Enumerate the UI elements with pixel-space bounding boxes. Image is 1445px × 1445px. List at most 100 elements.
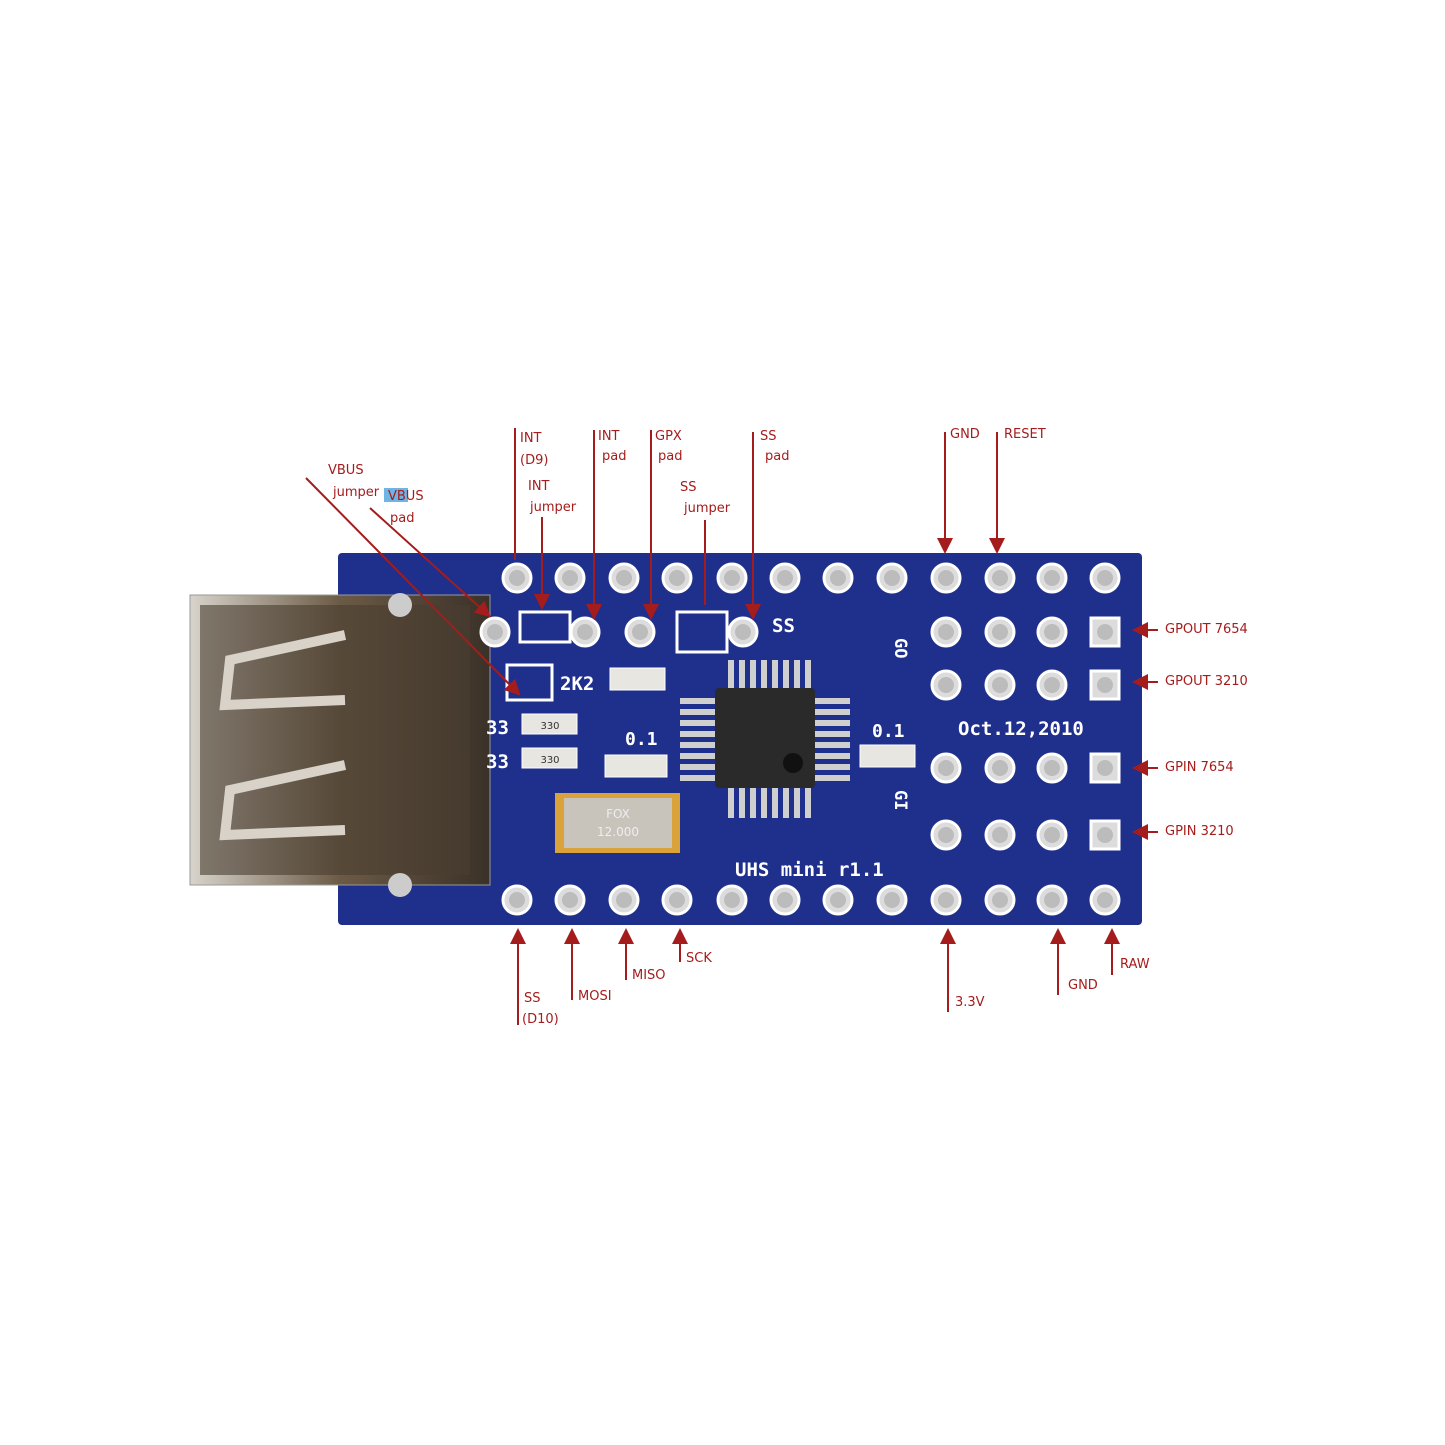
label-int-jumper-1: INT bbox=[528, 479, 550, 494]
resistor-code-b: 330 bbox=[540, 755, 559, 766]
label-raw: RAW bbox=[1120, 957, 1150, 972]
usb-host-chip bbox=[680, 660, 850, 818]
label-ss-pad-2: pad bbox=[765, 449, 789, 464]
pad-hole bbox=[992, 677, 1008, 693]
chip-pin bbox=[815, 764, 850, 770]
label-ss-jumper-1: SS bbox=[680, 480, 697, 495]
pad-hole bbox=[1097, 892, 1113, 908]
label-gpout-7654: GPOUT 7654 bbox=[1165, 622, 1248, 637]
chip-pin bbox=[750, 660, 756, 688]
chip-pin bbox=[772, 660, 778, 688]
pad-hole bbox=[669, 892, 685, 908]
chip-pin bbox=[783, 788, 789, 818]
header-pad bbox=[1089, 752, 1121, 784]
label-gpout-3210: GPOUT 3210 bbox=[1165, 674, 1248, 689]
chip-pin bbox=[739, 660, 745, 688]
chip-pin bbox=[728, 788, 734, 818]
label-ss-jumper-2: jumper bbox=[683, 501, 731, 516]
label-gpin-7654: GPIN 7654 bbox=[1165, 760, 1234, 775]
usb-connector bbox=[189, 593, 491, 897]
pad-hole bbox=[777, 892, 793, 908]
label-gnd-bottom: GND bbox=[1068, 978, 1098, 993]
label-ss-pad-1: SS bbox=[760, 429, 777, 444]
pad-hole bbox=[1097, 677, 1113, 693]
silk-go: GO bbox=[890, 638, 910, 658]
resistor-33-b bbox=[521, 747, 578, 769]
pad-hole bbox=[884, 570, 900, 586]
resistor-2k2 bbox=[609, 667, 666, 691]
chip-pin bbox=[772, 788, 778, 818]
pad-hole bbox=[1097, 760, 1113, 776]
pad-hole bbox=[938, 892, 954, 908]
label-int-pad-2: pad bbox=[602, 449, 626, 464]
chip-pin bbox=[783, 660, 789, 688]
pad-hole bbox=[1097, 624, 1113, 640]
crystal-oscillator: FOX 12.000 bbox=[555, 793, 680, 853]
pad-hole bbox=[724, 892, 740, 908]
chip-pin bbox=[728, 660, 734, 688]
pad-hole bbox=[735, 624, 751, 640]
silk-33-b: 33 bbox=[486, 751, 509, 773]
silk-cap-b: 0.1 bbox=[872, 721, 905, 742]
chip-pin bbox=[815, 742, 850, 748]
chip-pin bbox=[794, 660, 800, 688]
pad-hole bbox=[992, 892, 1008, 908]
chip-pin bbox=[794, 788, 800, 818]
label-gpx-pad-2: pad bbox=[658, 449, 682, 464]
label-reset: RESET bbox=[1004, 427, 1046, 442]
label-gnd-top: GND bbox=[950, 427, 980, 442]
pad-hole bbox=[1044, 624, 1060, 640]
chip-pin bbox=[805, 660, 811, 688]
pad-hole bbox=[1097, 570, 1113, 586]
pad-hole bbox=[1044, 570, 1060, 586]
vbus-highlight bbox=[384, 488, 408, 502]
capacitor-a bbox=[604, 754, 668, 778]
crystal-frequency: 12.000 bbox=[597, 825, 639, 839]
pad-hole bbox=[1044, 677, 1060, 693]
label-ss-d10-1: SS bbox=[524, 991, 541, 1006]
resistor-code-a: 330 bbox=[540, 721, 559, 732]
resistor-33-a bbox=[521, 713, 578, 735]
pad-hole bbox=[577, 624, 593, 640]
chip-pin bbox=[761, 788, 767, 818]
chip-pin bbox=[739, 788, 745, 818]
label-int-d9-1: INT bbox=[520, 431, 542, 446]
pad-hole bbox=[509, 892, 525, 908]
ss-jumper bbox=[675, 610, 729, 654]
chip-pin bbox=[805, 788, 811, 818]
pad-hole bbox=[938, 760, 954, 776]
chip-pin bbox=[815, 709, 850, 715]
pad-hole bbox=[992, 760, 1008, 776]
pad-hole bbox=[632, 624, 648, 640]
label-mosi: MOSI bbox=[578, 989, 612, 1004]
pad-hole bbox=[1097, 827, 1113, 843]
label-vbus-jumper-1: VBUS bbox=[328, 463, 364, 478]
chip-pin bbox=[815, 720, 850, 726]
pad-hole bbox=[938, 570, 954, 586]
pad-hole bbox=[616, 570, 632, 586]
pad-hole bbox=[1044, 892, 1060, 908]
label-vbus-pad-2: pad bbox=[390, 511, 414, 526]
chip-pin bbox=[680, 709, 715, 715]
chip-pin bbox=[680, 742, 715, 748]
silk-cap-a: 0.1 bbox=[625, 729, 658, 750]
chip-pin bbox=[750, 788, 756, 818]
chip-pin bbox=[680, 698, 715, 704]
pad-hole bbox=[938, 677, 954, 693]
pad-hole bbox=[938, 624, 954, 640]
label-miso: MISO bbox=[632, 968, 666, 983]
pad-hole bbox=[938, 827, 954, 843]
pad-hole bbox=[487, 624, 503, 640]
pad-hole bbox=[1044, 827, 1060, 843]
label-gpin-3210: GPIN 3210 bbox=[1165, 824, 1234, 839]
silk-gi: GI bbox=[890, 790, 910, 810]
chip-pin bbox=[815, 775, 850, 781]
chip-pin bbox=[680, 720, 715, 726]
label-int-pad-1: INT bbox=[598, 429, 620, 444]
pad-hole bbox=[562, 570, 578, 586]
label-sck: SCK bbox=[686, 951, 712, 966]
pad-hole bbox=[992, 827, 1008, 843]
silk-date: Oct.12,2010 bbox=[958, 718, 1084, 740]
